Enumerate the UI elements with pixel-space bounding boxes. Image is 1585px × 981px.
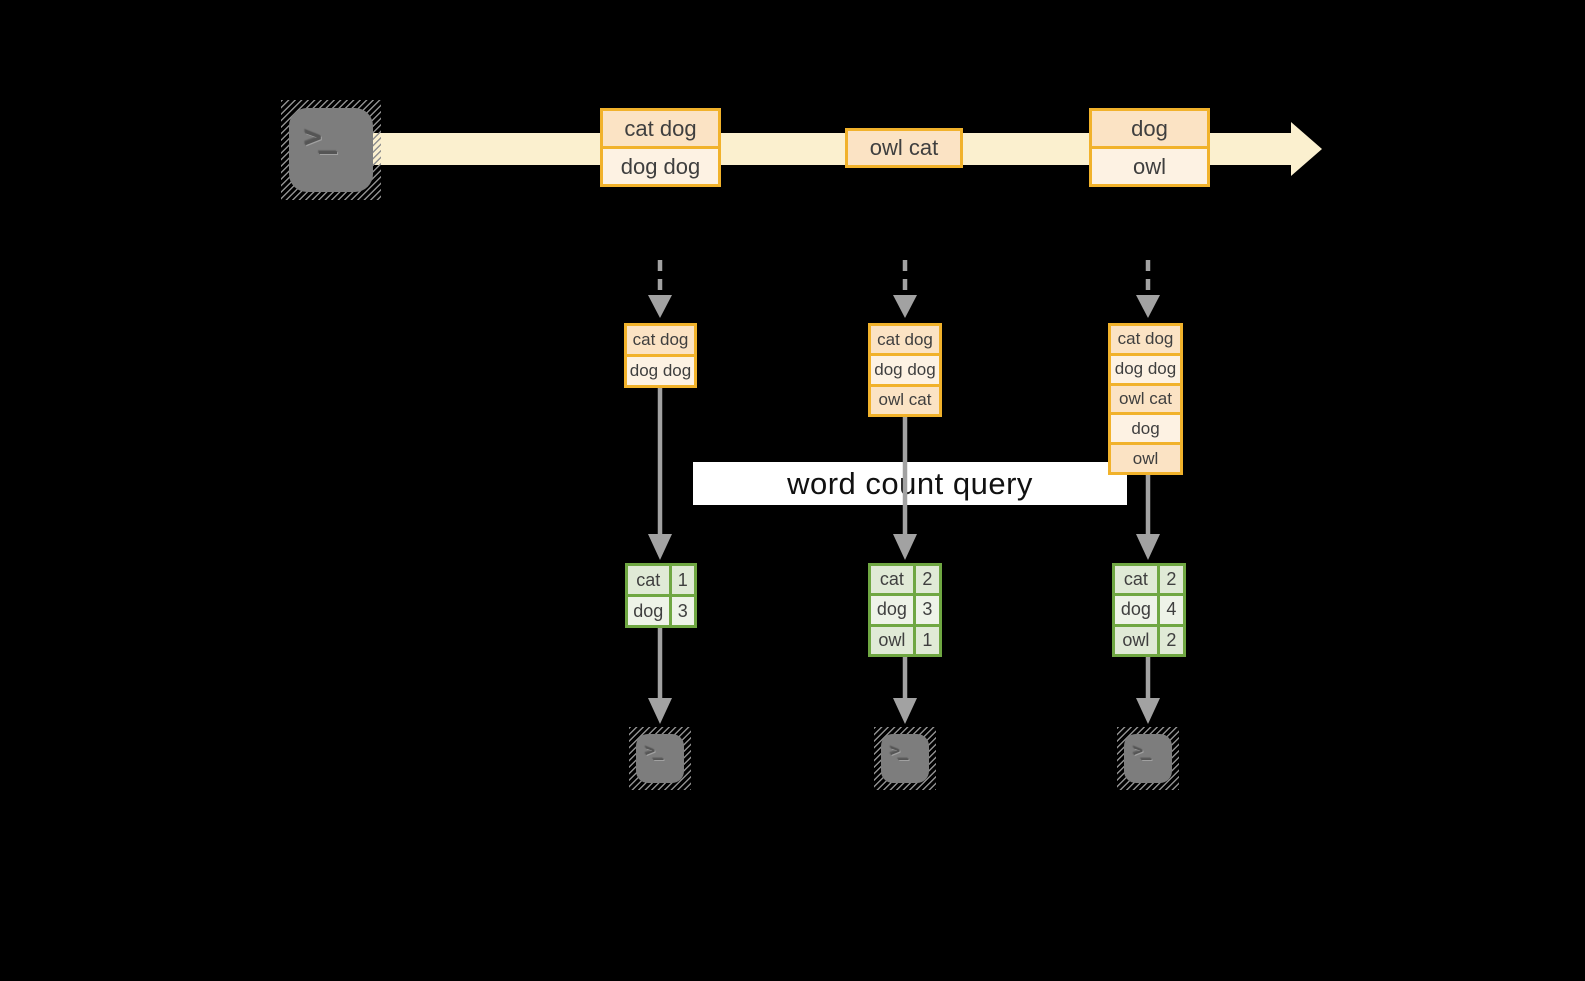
result-row: cat 2 xyxy=(1115,566,1183,594)
stream-batch-2: owl cat xyxy=(845,128,963,168)
input-stack-3: cat dog dog dog owl cat dog owl xyxy=(1108,323,1183,475)
result-count: 1 xyxy=(671,566,694,594)
buffered-record: cat dog xyxy=(871,326,939,354)
terminal-prompt-icon: >_ xyxy=(890,741,909,761)
result-row: owl 1 xyxy=(871,623,939,654)
buffered-record: cat dog xyxy=(627,326,694,354)
result-count: 2 xyxy=(1159,626,1183,654)
buffered-record: dog dog xyxy=(871,353,939,384)
sink-terminal-icon-2: >_ xyxy=(874,727,936,790)
terminal-prompt-icon: >_ xyxy=(304,120,337,155)
sink-terminal-icon-1: >_ xyxy=(629,727,691,790)
stream-record: dog xyxy=(1092,111,1207,146)
result-count: 2 xyxy=(1159,566,1183,594)
stream-batch-3: dog owl xyxy=(1089,108,1210,187)
buffered-record: cat dog xyxy=(1111,326,1180,353)
buffered-record: dog dog xyxy=(1111,352,1180,383)
result-table-2: cat 2 dog 3 owl 1 xyxy=(868,563,942,657)
result-word: owl xyxy=(1115,626,1160,654)
result-count: 2 xyxy=(915,566,939,594)
stream-arrow-head xyxy=(1291,122,1322,176)
result-table-1: cat 1 dog 3 xyxy=(625,563,697,628)
result-row: cat 2 xyxy=(871,566,939,594)
result-word: dog xyxy=(628,597,672,625)
result-row: dog 3 xyxy=(628,594,694,625)
query-label: word count query xyxy=(787,465,1033,501)
result-count: 3 xyxy=(915,596,939,624)
result-word: cat xyxy=(628,566,672,594)
terminal-prompt-icon: >_ xyxy=(645,741,664,761)
result-row: cat 1 xyxy=(628,566,694,594)
buffered-record: owl cat xyxy=(871,383,939,414)
result-row: owl 2 xyxy=(1115,623,1183,654)
source-terminal-icon: >_ xyxy=(281,100,381,200)
result-word: dog xyxy=(1115,596,1160,624)
buffered-record: dog xyxy=(1111,412,1180,443)
buffered-record: owl cat xyxy=(1111,382,1180,413)
terminal-screen: >_ xyxy=(289,108,373,192)
terminal-prompt-icon: >_ xyxy=(1133,741,1152,761)
result-table-3: cat 2 dog 4 owl 2 xyxy=(1112,563,1186,657)
result-count: 3 xyxy=(671,597,694,625)
result-word: owl xyxy=(871,626,916,654)
result-count: 4 xyxy=(1159,596,1183,624)
result-word: cat xyxy=(871,566,916,594)
result-word: cat xyxy=(1115,566,1160,594)
terminal-screen: >_ xyxy=(881,734,929,783)
query-band: word count query xyxy=(693,462,1127,505)
stream-record: cat dog xyxy=(603,111,718,146)
sink-terminal-icon-3: >_ xyxy=(1117,727,1179,790)
input-stack-2: cat dog dog dog owl cat xyxy=(868,323,942,417)
buffered-record: dog dog xyxy=(627,354,694,385)
result-row: dog 4 xyxy=(1115,593,1183,624)
stream-record: owl cat xyxy=(848,131,960,165)
stream-record: owl xyxy=(1092,146,1207,184)
result-count: 1 xyxy=(915,626,939,654)
stream-record: dog dog xyxy=(603,146,718,184)
result-row: dog 3 xyxy=(871,593,939,624)
terminal-screen: >_ xyxy=(1124,734,1172,783)
result-word: dog xyxy=(871,596,916,624)
buffered-record: owl xyxy=(1111,442,1180,472)
terminal-screen: >_ xyxy=(636,734,684,783)
stream-batch-1: cat dog dog dog xyxy=(600,108,721,187)
input-stack-1: cat dog dog dog xyxy=(624,323,697,388)
